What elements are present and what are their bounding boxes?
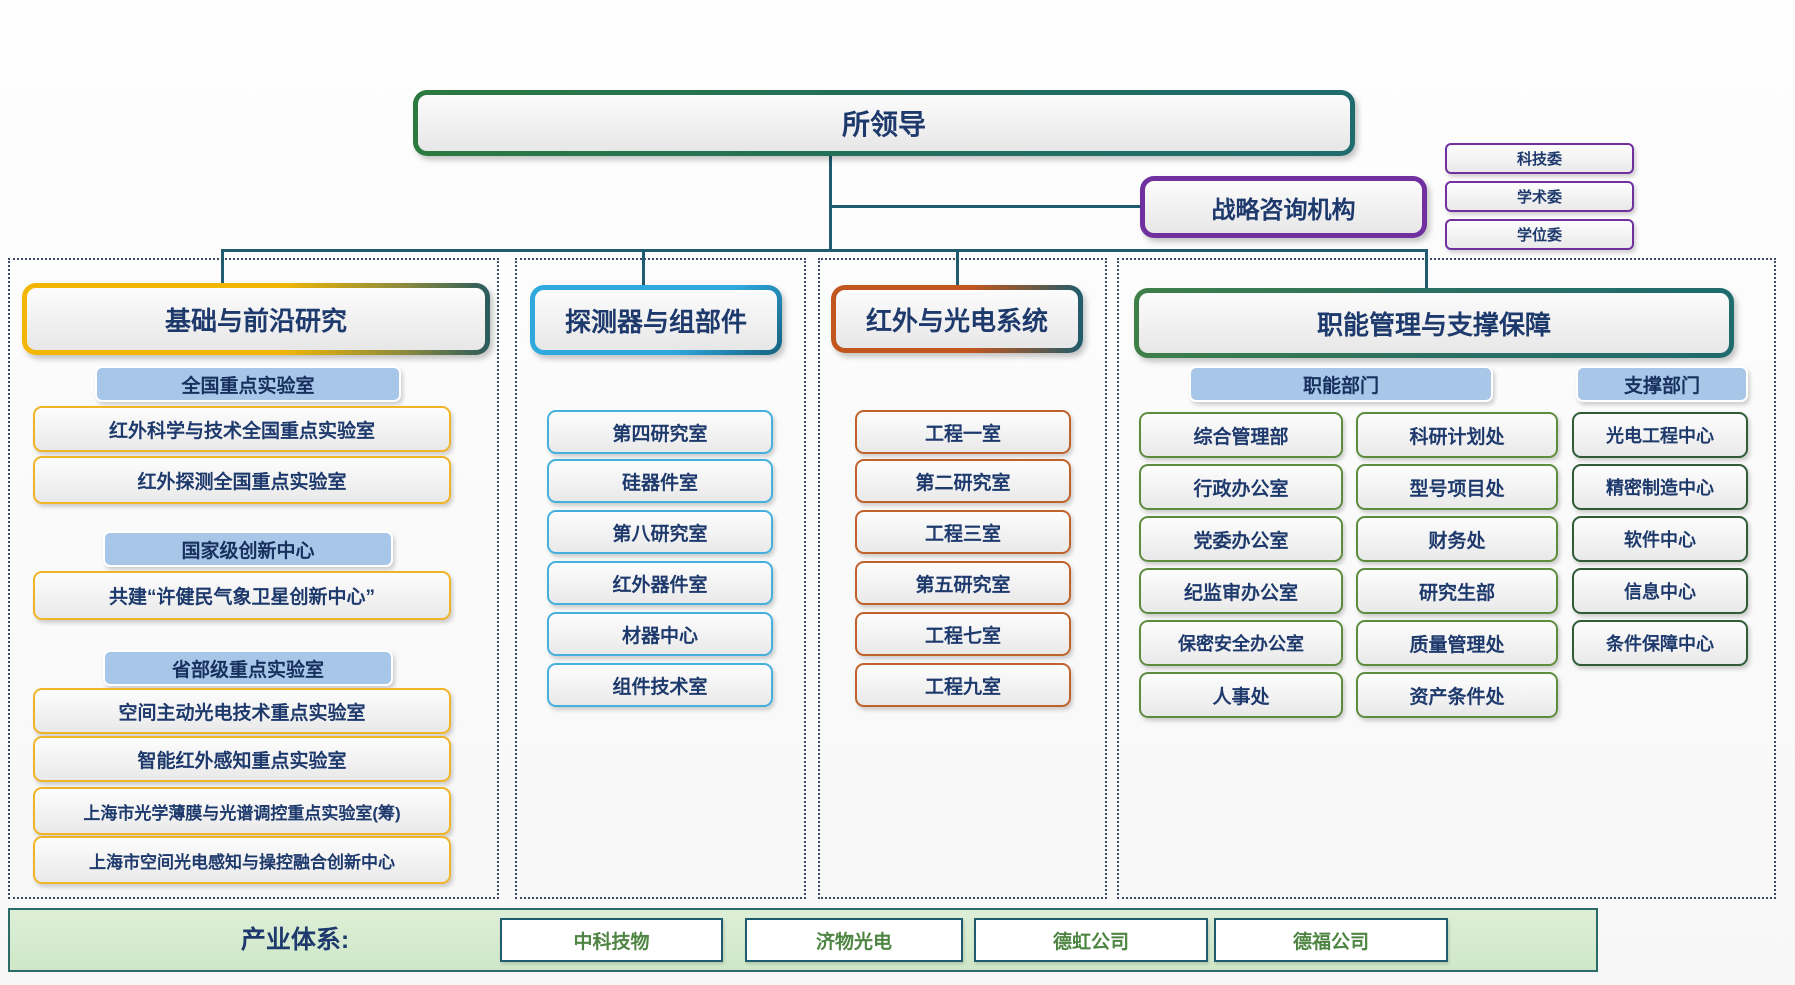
committee-box-keji: 科技委 bbox=[1445, 143, 1634, 174]
connector-drop-col1 bbox=[221, 249, 224, 287]
column-3-panel bbox=[818, 258, 1107, 899]
company-box: 德福公司 bbox=[1214, 918, 1448, 962]
column-2-title: 探测器与组部件 bbox=[535, 290, 777, 350]
org-unit-box: 纪监审办公室 bbox=[1139, 568, 1343, 614]
root-leadership-label: 所领导 bbox=[418, 95, 1350, 151]
column-3-header: 红外与光电系统 bbox=[831, 285, 1083, 353]
column-4-panel bbox=[1117, 258, 1776, 899]
industry-bar-label: 产业体系: bbox=[240, 926, 350, 954]
connector-root-riser bbox=[829, 156, 832, 252]
org-unit-box: 光电工程中心 bbox=[1572, 412, 1748, 458]
org-unit-box: 工程三室 bbox=[855, 510, 1071, 554]
org-unit-box: 信息中心 bbox=[1572, 568, 1748, 614]
org-unit-box: 条件保障中心 bbox=[1572, 620, 1748, 666]
org-unit-box: 软件中心 bbox=[1572, 516, 1748, 562]
org-unit-box: 第二研究室 bbox=[855, 459, 1071, 503]
company-box: 德虹公司 bbox=[974, 918, 1208, 962]
section-chip-provincial-key-labs: 省部级重点实验室 bbox=[103, 650, 393, 686]
company-box: 济物光电 bbox=[745, 918, 963, 962]
column-4-header: 职能管理与支撑保障 bbox=[1134, 288, 1734, 358]
section-chip-national-innovation-center: 国家级创新中心 bbox=[103, 531, 393, 567]
org-unit-box: 财务处 bbox=[1356, 516, 1558, 562]
column-3-title: 红外与光电系统 bbox=[836, 290, 1078, 348]
advisory-label: 战略咨询机构 bbox=[1145, 181, 1422, 233]
org-unit-box: 红外探测全国重点实验室 bbox=[33, 456, 451, 504]
org-unit-box: 科研计划处 bbox=[1356, 412, 1558, 458]
org-unit-box: 智能红外感知重点实验室 bbox=[33, 736, 451, 782]
org-unit-box: 上海市光学薄膜与光谱调控重点实验室(筹) bbox=[33, 787, 451, 835]
column-1-header: 基础与前沿研究 bbox=[22, 283, 490, 355]
column-4-title: 职能管理与支撑保障 bbox=[1139, 293, 1729, 353]
column-1-title: 基础与前沿研究 bbox=[27, 288, 485, 350]
committee-box-xuewei: 学位委 bbox=[1445, 219, 1634, 250]
org-unit-box: 保密安全办公室 bbox=[1139, 620, 1343, 666]
connector-drop-col3 bbox=[956, 249, 959, 288]
org-unit-box: 第五研究室 bbox=[855, 561, 1071, 605]
column-1-panel bbox=[8, 258, 499, 899]
org-unit-box: 综合管理部 bbox=[1139, 412, 1343, 458]
org-unit-box: 材器中心 bbox=[547, 612, 773, 656]
org-unit-box: 党委办公室 bbox=[1139, 516, 1343, 562]
org-unit-box: 型号项目处 bbox=[1356, 464, 1558, 510]
org-unit-box: 工程七室 bbox=[855, 612, 1071, 656]
connector-drop-col4 bbox=[1425, 249, 1428, 291]
section-chip-functional-departments: 职能部门 bbox=[1189, 366, 1493, 402]
section-chip-support-departments: 支撑部门 bbox=[1576, 366, 1748, 402]
connector-drop-col2 bbox=[642, 249, 645, 288]
column-2-panel bbox=[515, 258, 806, 899]
org-unit-box: 组件技术室 bbox=[547, 663, 773, 707]
org-unit-box: 共建“许健民气象卫星创新中心” bbox=[33, 571, 451, 620]
org-unit-box: 上海市空间光电感知与操控融合创新中心 bbox=[33, 836, 451, 884]
org-unit-box: 资产条件处 bbox=[1356, 672, 1558, 718]
org-unit-box: 工程一室 bbox=[855, 410, 1071, 454]
org-unit-box: 硅器件室 bbox=[547, 459, 773, 503]
connector-main-branch bbox=[221, 249, 1428, 252]
root-leadership-box: 所领导 bbox=[413, 90, 1355, 156]
org-unit-box: 第四研究室 bbox=[547, 410, 773, 454]
org-unit-box: 质量管理处 bbox=[1356, 620, 1558, 666]
org-unit-box: 红外科学与技术全国重点实验室 bbox=[33, 406, 451, 452]
org-unit-box: 工程九室 bbox=[855, 663, 1071, 707]
org-unit-box: 精密制造中心 bbox=[1572, 464, 1748, 510]
org-unit-box: 红外器件室 bbox=[547, 561, 773, 605]
org-unit-box: 人事处 bbox=[1139, 672, 1343, 718]
org-unit-box: 第八研究室 bbox=[547, 510, 773, 554]
org-unit-box: 空间主动光电技术重点实验室 bbox=[33, 688, 451, 734]
committee-box-xueshu: 学术委 bbox=[1445, 181, 1634, 212]
org-unit-box: 研究生部 bbox=[1356, 568, 1558, 614]
company-box: 中科技物 bbox=[500, 918, 723, 962]
section-chip-national-key-labs: 全国重点实验室 bbox=[95, 366, 401, 402]
connector-advisory-branch bbox=[829, 205, 1140, 208]
advisory-box: 战略咨询机构 bbox=[1140, 176, 1427, 238]
org-unit-box: 行政办公室 bbox=[1139, 464, 1343, 510]
column-2-header: 探测器与组部件 bbox=[530, 285, 782, 355]
